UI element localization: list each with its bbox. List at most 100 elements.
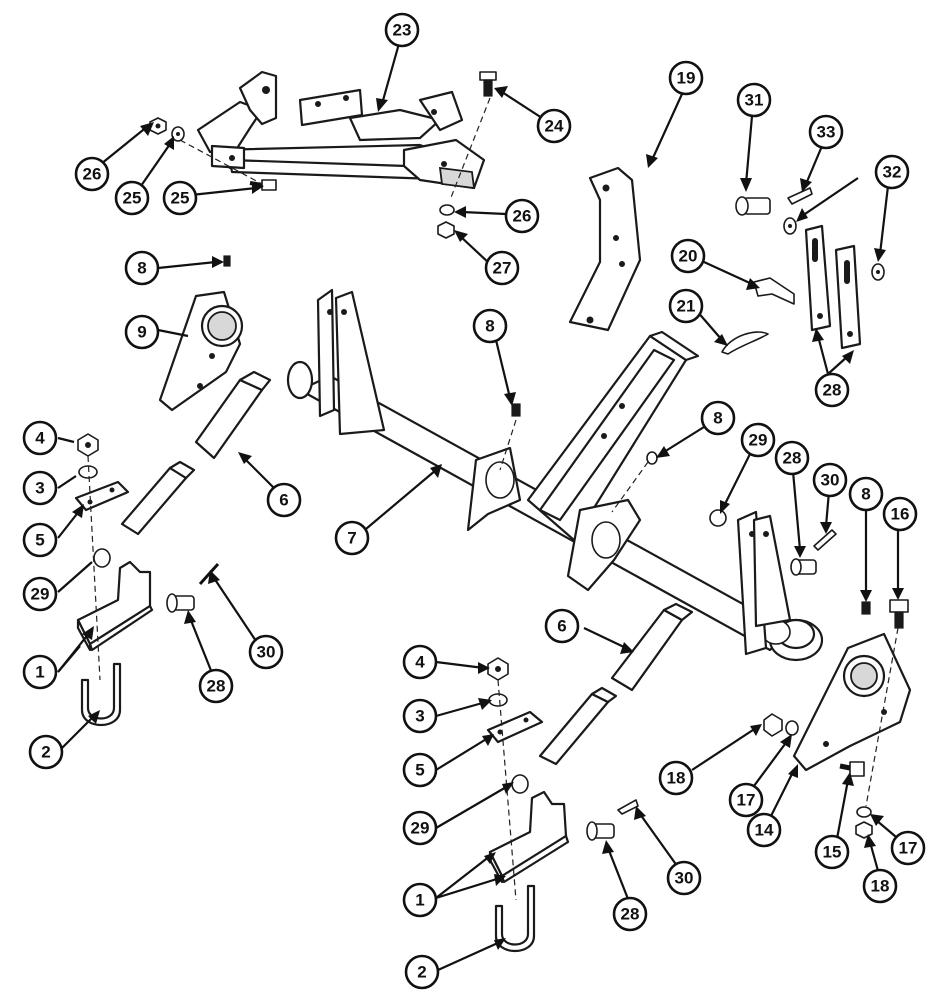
svg-text:31: 31 xyxy=(745,91,764,110)
spacer-bar-6c xyxy=(610,602,694,692)
svg-text:8: 8 xyxy=(861,485,870,504)
callout-9: 9 xyxy=(124,314,160,350)
svg-text:16: 16 xyxy=(891,505,910,524)
u-bolt-2a xyxy=(80,662,122,726)
svg-text:5: 5 xyxy=(415,761,424,780)
link-27b xyxy=(834,244,862,350)
svg-text:21: 21 xyxy=(677,297,696,316)
washer-25-bottom xyxy=(439,204,455,216)
svg-text:2: 2 xyxy=(417,963,426,982)
nut-18a xyxy=(763,713,783,737)
pin-28c xyxy=(586,821,615,841)
washer-3a xyxy=(78,465,98,479)
svg-text:30: 30 xyxy=(257,643,276,662)
grease-fitting-8b xyxy=(511,403,521,417)
upper-frame-assembly xyxy=(196,70,486,190)
callout-18-a: 18 xyxy=(658,760,694,796)
callout-1-a: 1 xyxy=(22,654,58,690)
cotter-30a xyxy=(198,562,220,586)
svg-text:33: 33 xyxy=(817,123,836,142)
nut-4a xyxy=(77,433,99,457)
left-plate-bracket xyxy=(316,288,386,436)
svg-text:17: 17 xyxy=(899,839,918,858)
svg-text:29: 29 xyxy=(749,431,768,450)
washer-29a xyxy=(93,548,111,568)
washer-17b xyxy=(856,806,872,818)
washer-32b xyxy=(871,263,885,281)
washer-29c xyxy=(511,774,529,794)
svg-text:25: 25 xyxy=(171,189,190,208)
svg-text:8: 8 xyxy=(137,259,146,278)
right-center-bracket xyxy=(566,498,642,592)
spacer-bar-6a xyxy=(194,370,272,460)
callout-30-a: 30 xyxy=(248,634,284,670)
svg-text:30: 30 xyxy=(821,471,840,490)
washer-29b xyxy=(709,509,727,527)
callout-16: 16 xyxy=(882,496,918,532)
svg-text:15: 15 xyxy=(823,843,842,862)
svg-text:6: 6 xyxy=(279,491,288,510)
callout-29-b: 29 xyxy=(740,422,776,458)
svg-text:29: 29 xyxy=(31,585,50,604)
pin-31 xyxy=(735,196,771,216)
callout-4-a: 4 xyxy=(22,420,58,456)
callout-28-a: 28 xyxy=(198,668,234,704)
grease-fitting-8d xyxy=(861,601,871,615)
washer-17a xyxy=(785,720,799,736)
spacer-bar-6d xyxy=(538,686,618,766)
cotter-30b xyxy=(813,529,837,551)
cotter-30c xyxy=(617,799,639,815)
callout-18-b: 18 xyxy=(862,868,898,904)
plate-5a xyxy=(74,480,130,512)
nut-18b xyxy=(855,821,873,839)
svg-text:28: 28 xyxy=(823,381,842,400)
callout-29-a: 29 xyxy=(22,576,58,612)
callout-17-a: 17 xyxy=(728,782,764,818)
grease-fitting-8a xyxy=(223,255,231,267)
svg-text:32: 32 xyxy=(883,163,902,182)
callout-20: 20 xyxy=(670,238,706,274)
grease-fitting-8c xyxy=(646,451,658,465)
callout-17-b: 17 xyxy=(890,830,926,866)
callout-6-a: 6 xyxy=(266,482,302,518)
callout-27: 28 xyxy=(814,372,850,408)
svg-text:9: 9 xyxy=(137,323,146,342)
svg-text:19: 19 xyxy=(677,69,696,88)
callout-3-b: 3 xyxy=(402,698,438,734)
svg-text:26: 26 xyxy=(513,207,532,226)
callout-5-b: 5 xyxy=(402,752,438,788)
svg-text:30: 30 xyxy=(675,869,694,888)
bolt-15 xyxy=(839,761,865,777)
pin-28a xyxy=(166,593,195,613)
callout-8-a: 8 xyxy=(124,250,160,286)
svg-text:8: 8 xyxy=(485,317,494,336)
arm-bracket-19 xyxy=(568,166,642,332)
bolt-16 xyxy=(889,599,909,629)
callout-28-b: 28 xyxy=(774,440,810,476)
svg-text:1: 1 xyxy=(35,663,44,682)
svg-text:3: 3 xyxy=(35,479,44,498)
callout-6-b: 6 xyxy=(544,608,580,644)
svg-text:3: 3 xyxy=(415,707,424,726)
bearing-bracket-9 xyxy=(158,290,244,412)
svg-text:27: 27 xyxy=(493,259,512,278)
callout-26-bottom: 27 xyxy=(484,250,520,286)
svg-text:5: 5 xyxy=(35,531,44,550)
svg-text:4: 4 xyxy=(35,429,45,448)
cotter-pin-33 xyxy=(787,187,813,205)
callout-2-b: 2 xyxy=(404,954,440,990)
callout-31: 31 xyxy=(736,82,772,118)
svg-text:28: 28 xyxy=(621,905,640,924)
callout-3-a: 3 xyxy=(22,470,58,506)
svg-text:18: 18 xyxy=(871,877,890,896)
washer-25-top xyxy=(171,126,185,142)
link-27a xyxy=(804,224,832,332)
svg-text:6: 6 xyxy=(557,617,566,636)
svg-text:18: 18 xyxy=(667,769,686,788)
svg-text:23: 23 xyxy=(393,21,412,40)
callout-29-c: 29 xyxy=(402,810,438,846)
channel-mount xyxy=(526,330,700,542)
callout-15: 15 xyxy=(814,834,850,870)
